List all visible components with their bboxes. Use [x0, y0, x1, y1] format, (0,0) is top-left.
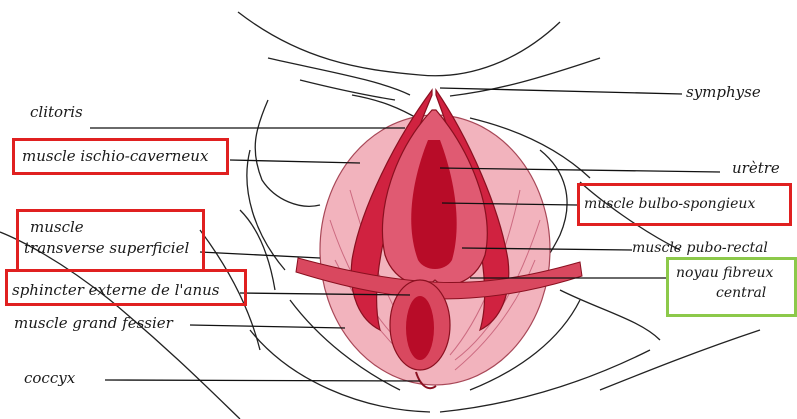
- highlight-box-transverse: [16, 209, 205, 272]
- highlight-box-ischio: [12, 138, 229, 175]
- anus: [406, 296, 434, 360]
- label-symphyse: symphyse: [686, 84, 761, 100]
- label-clitoris: clitoris: [30, 104, 83, 120]
- highlight-box-bulbo: [577, 183, 792, 226]
- label-coccyx: coccyx: [24, 370, 75, 386]
- highlight-box-noyau: [666, 257, 797, 317]
- highlight-box-sphincter: [5, 269, 247, 306]
- label-gluteus: muscle grand fessier: [14, 315, 173, 331]
- muscle-group: [296, 90, 582, 388]
- label-uretre: urètre: [732, 160, 780, 176]
- label-pubo-rectal: muscle pubo-rectal: [632, 240, 768, 256]
